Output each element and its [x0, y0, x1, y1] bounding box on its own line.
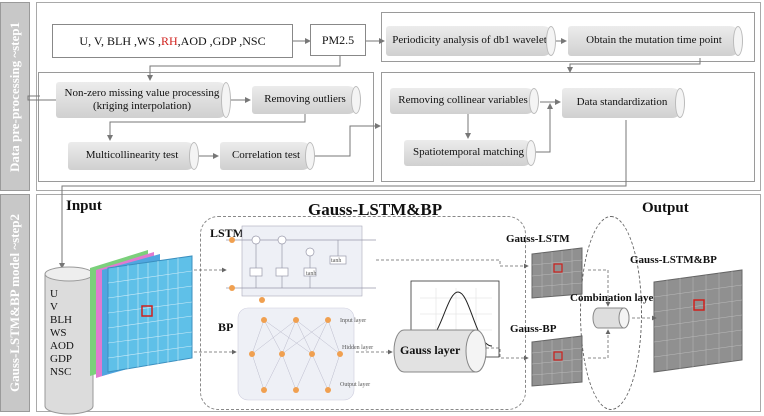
pm25-box: PM2.5 [310, 24, 366, 56]
input-var: AOD [50, 340, 74, 352]
multicollinearity-step: Multicollinearity test [68, 142, 199, 170]
final-output-grid [653, 269, 743, 373]
input-title: Input [66, 198, 102, 214]
output-region [580, 216, 642, 410]
input-var: BLH [50, 314, 72, 326]
lstm-cell-diagram [226, 225, 376, 303]
lstm-tanh-node: tanh [331, 258, 342, 264]
gauss-bp-grid [531, 335, 583, 387]
standardization-step: Data standardization [562, 88, 685, 118]
vars-part-rh: RH [161, 33, 178, 48]
gauss-lstm-label: Gauss-LSTM [506, 233, 570, 245]
periodicity-step: Periodicity analysis of db1 wavelet [386, 26, 556, 56]
input-variables-box: U, V, BLH ,WS ,RH ,AOD ,GDP ,NSC [52, 24, 293, 58]
bp-input-layer-label: Input layer [340, 318, 367, 324]
correlation-step: Correlation test [220, 142, 315, 170]
periodicity-group [381, 12, 755, 62]
input-variable-list: U V BLH WS AOD GDP NSC [50, 288, 74, 379]
bp-label: BP [218, 320, 234, 334]
final-output-label: Gauss-LSTM&BP [630, 254, 717, 266]
step2-panel [36, 194, 761, 412]
mutation-step: Obtain the mutation time point [568, 26, 743, 56]
input-var: V [50, 301, 58, 313]
gauss-layer-cylinder [393, 329, 487, 373]
matching-step: Spatiotemporal matching [404, 140, 536, 166]
bp-output-layer-label: Output layer [340, 382, 371, 388]
collinear-step: Removing collinear variables [390, 88, 539, 114]
vars-part-1: U, V, BLH ,WS , [79, 33, 161, 48]
lstm-tanh-node: tanh [306, 271, 317, 277]
input-var: U [50, 288, 58, 300]
model-title: Gauss-LSTM&BP [308, 200, 443, 219]
step2-sidebar: Gauss-LSTM&BP model ~step2 [0, 194, 30, 412]
output-title: Output [642, 200, 689, 216]
step1-sidebar: Data pre-processing ~step1 [0, 2, 30, 191]
model-region [200, 216, 526, 410]
combination-layer-cylinder [592, 307, 630, 329]
input-var: NSC [50, 366, 72, 378]
bp-network-diagram [237, 307, 355, 401]
gauss-lstm-grid [531, 247, 583, 299]
input-grid-stack [90, 250, 193, 378]
combination-layer-label: Combination layer [570, 292, 659, 304]
bp-hidden-layer-label: Hidden layer [342, 345, 374, 351]
lstm-label: LSTM [210, 226, 245, 240]
outliers-step: Removing outliers [252, 86, 361, 114]
input-var: GDP [50, 353, 73, 365]
gauss-layer-label: Gauss layer [400, 343, 461, 357]
gauss-bp-label: Gauss-BP [510, 323, 557, 335]
input-database-icon [44, 266, 94, 415]
pre-group-left [38, 72, 374, 182]
input-var: WS [50, 327, 67, 339]
missing-value-step: Non-zero missing value processing (krigi… [56, 82, 231, 118]
vars-part-2: ,AOD ,GDP ,NSC [177, 33, 266, 48]
